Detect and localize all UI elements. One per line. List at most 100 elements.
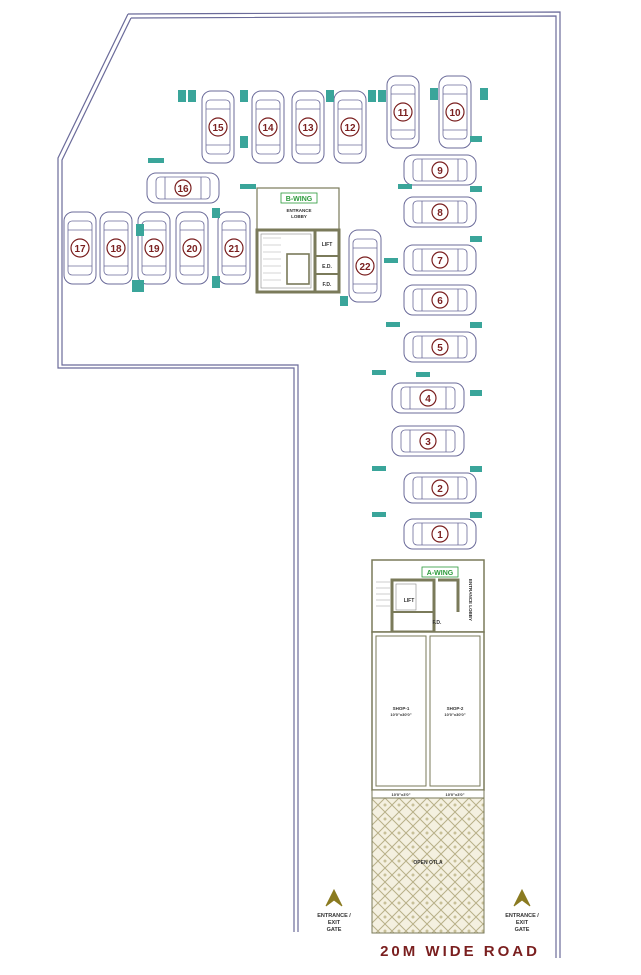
car-number: 3 <box>425 437 431 448</box>
parking-bumper <box>372 466 386 471</box>
left-gate-label-3: GATE <box>327 927 342 933</box>
shop-2-name: SHOP-2 <box>447 706 464 711</box>
b-wing-title: B-WING <box>286 196 313 203</box>
car-number: 12 <box>344 123 356 134</box>
parking-car-22: 22 <box>348 229 382 303</box>
shop-2 <box>429 635 481 787</box>
parking-car-10: 10 <box>438 75 472 149</box>
parking-car-17: 17 <box>63 211 97 285</box>
car-cabin <box>412 248 468 272</box>
a-wing-lift-label: LIFT <box>404 598 415 604</box>
car-number: 7 <box>437 256 443 267</box>
parking-bumper <box>340 296 348 306</box>
car-number: 19 <box>148 244 160 255</box>
car-number-circle <box>431 203 449 221</box>
car-number-circle <box>298 117 318 137</box>
parking-car-15: 15 <box>201 90 235 164</box>
car-number: 15 <box>212 123 224 134</box>
b-wing-lobby-label-1: ENTRANCE <box>286 208 311 213</box>
car-number: 21 <box>228 244 240 255</box>
car-number-circle <box>445 102 465 122</box>
parking-bumper <box>470 512 482 518</box>
car-number: 13 <box>302 123 314 134</box>
car-number: 22 <box>359 262 371 273</box>
parking-car-12: 12 <box>333 90 367 164</box>
car-number-circle <box>340 117 360 137</box>
a-wing-lobby-label: ENTRANCE LOBBY <box>468 579 473 621</box>
car-number: 5 <box>437 343 443 354</box>
car-cabin <box>442 84 468 140</box>
car-number-circle <box>431 525 449 543</box>
car-cabin <box>412 200 468 224</box>
road-label: 20M WIDE ROAD <box>380 943 540 960</box>
parking-bumper <box>470 466 482 472</box>
car-number-circle <box>258 117 278 137</box>
car-number-circle <box>208 117 228 137</box>
car-cabin <box>390 84 416 140</box>
parking-bumper <box>240 184 256 189</box>
parking-bumper <box>416 372 430 377</box>
car-cabin <box>67 220 93 276</box>
a-wing-lift-wall <box>438 578 460 612</box>
car-number: 9 <box>437 166 443 177</box>
parking-bumper <box>372 370 386 375</box>
car-number-circle <box>431 251 449 269</box>
parking-car-8: 8 <box>403 196 477 228</box>
parking-car-18: 18 <box>99 211 133 285</box>
car-number-circle <box>419 432 437 450</box>
car-number: 17 <box>74 244 86 255</box>
car-number-circle <box>393 102 413 122</box>
car-number: 18 <box>110 244 122 255</box>
car-cabin <box>400 386 456 410</box>
a-wing-title: A-WING <box>427 570 454 577</box>
b-wing-title-box <box>280 192 318 204</box>
parking-bumper <box>398 184 412 189</box>
parking-car-19: 19 <box>137 211 171 285</box>
car-cabin <box>155 176 211 200</box>
car-number: 6 <box>437 296 443 307</box>
car-number-circle <box>224 238 244 258</box>
b-wing-stair-landing <box>286 253 310 285</box>
car-number-circle <box>431 291 449 309</box>
parking-bumper <box>430 88 438 100</box>
open-otla <box>371 797 485 934</box>
parking-car-13: 13 <box>291 90 325 164</box>
shop-1-front: 10'0"x3'0" <box>391 792 410 797</box>
car-number: 1 <box>437 530 443 541</box>
right-gate-label-3: GATE <box>515 927 530 933</box>
parking-bumper <box>470 236 482 242</box>
site-boundary-left-inner <box>61 17 299 932</box>
parking-bumper <box>386 322 400 327</box>
parking-bumper <box>132 280 140 292</box>
car-number-circle <box>431 338 449 356</box>
car-cabin <box>179 220 205 276</box>
parking-bumper <box>378 90 386 102</box>
car-cabin <box>295 99 321 155</box>
parking-car-20: 20 <box>175 211 209 285</box>
right-gate-label-2: EXIT <box>516 920 529 926</box>
a-wing-title-box <box>421 566 459 578</box>
car-number: 2 <box>437 484 443 495</box>
site-boundary <box>127 11 561 958</box>
left-gate-label-2: EXIT <box>328 920 341 926</box>
parking-car-2: 2 <box>403 472 477 504</box>
car-number: 20 <box>186 244 198 255</box>
car-number: 8 <box>437 208 443 219</box>
car-number-circle <box>431 161 449 179</box>
parking-bumper <box>240 90 248 102</box>
b-wing-stair <box>260 233 312 289</box>
car-number-circle <box>182 238 202 258</box>
right-gate-arrow <box>513 888 531 907</box>
car-number-circle <box>70 238 90 258</box>
site-boundary-inner <box>130 15 557 958</box>
car-number-circle <box>106 238 126 258</box>
car-number: 11 <box>398 108 409 119</box>
parking-bumper <box>212 208 220 218</box>
car-cabin <box>337 99 363 155</box>
b-wing-lift-label: LIFT <box>322 242 333 248</box>
shop-front-strip <box>371 789 485 799</box>
left-gate-arrow <box>325 888 343 907</box>
car-cabin <box>412 522 468 546</box>
